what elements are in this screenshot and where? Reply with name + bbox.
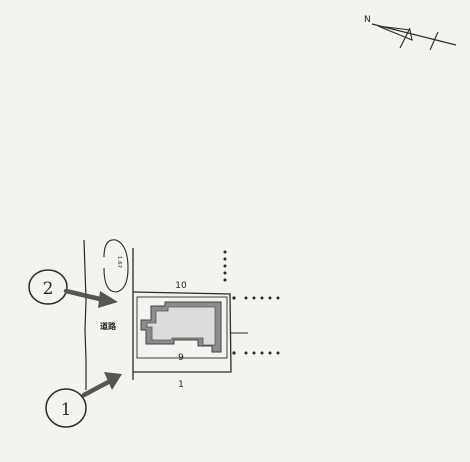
top-boundary-label: 10 [175, 281, 187, 291]
marker-1-label: 1 [61, 400, 72, 420]
road-width-dimension: 1.67 [103, 239, 129, 293]
dotted-horizontal-line-bottom [232, 351, 280, 355]
north-arrow-icon: N [364, 15, 457, 51]
inner-boundary-label: 9 [178, 353, 184, 363]
viewpoint-marker-1: 1 [45, 372, 122, 428]
north-label: N [364, 15, 371, 25]
road-label: 道路 [100, 321, 117, 331]
road-width-label: 1.67 [116, 256, 122, 269]
marker-2-label: 2 [43, 279, 54, 299]
arrow-icon [63, 288, 118, 308]
building-inner-outline [146, 306, 216, 346]
road-edges [83, 239, 134, 390]
bottom-boundary-label: 1 [178, 380, 184, 390]
dotted-vertical-line [223, 250, 227, 282]
arrow-icon [81, 372, 122, 398]
viewpoint-marker-2: 2 [28, 269, 118, 308]
dotted-horizontal-line-top [232, 296, 280, 300]
property-boundary [132, 291, 248, 373]
